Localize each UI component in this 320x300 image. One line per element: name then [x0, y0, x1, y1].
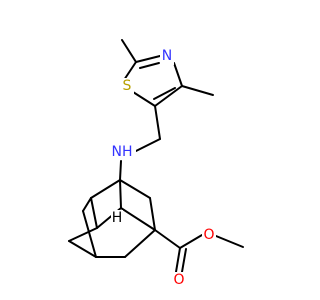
bond-a9-a10 — [82, 210, 97, 258]
bond-nh-adamantane — [119, 160, 122, 181]
amine-nh: NH — [109, 143, 136, 160]
bond-a10-a2 — [82, 197, 92, 212]
bond-c2-n — [135, 55, 161, 63]
bond-carbonyl-o — [175, 247, 181, 273]
bond-a1-a2 — [90, 179, 121, 199]
thiazole-nitrogen: N — [160, 48, 174, 65]
bond-c4-methyl — [181, 85, 214, 96]
bond-carbonyl-o-double — [181, 248, 187, 273]
thiazole-sulfur: S — [120, 78, 134, 95]
bond-n-c4 — [173, 62, 183, 87]
label-nh-amine: NH — [112, 144, 133, 160]
bond-a1-a4 — [119, 179, 122, 209]
label-s-thiazole: S — [123, 78, 132, 94]
bond-a4-a6 — [120, 207, 156, 231]
molecule-canvas: N S NH H O O — [68, 39, 244, 289]
bond-a5-a7 — [68, 227, 98, 242]
bond-a3-a6 — [149, 197, 156, 231]
bond-a2-a5 — [90, 197, 98, 229]
bond-ether-o-methyl — [215, 235, 244, 248]
ester-ether-oxygen: O — [202, 227, 216, 244]
bridgehead-hydrogen: H — [111, 210, 123, 226]
atom-labels: N S NH H O O — [109, 48, 216, 289]
bond-ch2-nh — [135, 138, 161, 152]
bond-c2-n-double — [139, 62, 160, 69]
bond-a6-a8 — [124, 229, 156, 258]
bond-c4-c5 — [154, 85, 183, 107]
bond-c2-methyl — [121, 39, 137, 63]
label-h-bridge: H — [112, 210, 123, 226]
bond-carbonyl-ether-o — [179, 234, 203, 249]
structure-diagram: N S NH H O O — [68, 39, 244, 289]
bonds — [68, 39, 244, 273]
label-o-ether: O — [203, 227, 214, 243]
bond-c2-s — [123, 61, 137, 81]
bond-c5-s — [132, 91, 156, 107]
bond-c4-c5-double — [153, 87, 176, 100]
bond-c5-ch2 — [154, 105, 161, 140]
ester-carbonyl-oxygen: O — [172, 272, 186, 289]
bond-a7-a9 — [68, 240, 97, 258]
bond-a6-carbonyl — [154, 229, 181, 249]
bond-a1-a3 — [119, 179, 151, 199]
label-n-thiazole: N — [162, 48, 172, 64]
label-o-carbonyl: O — [173, 272, 184, 288]
